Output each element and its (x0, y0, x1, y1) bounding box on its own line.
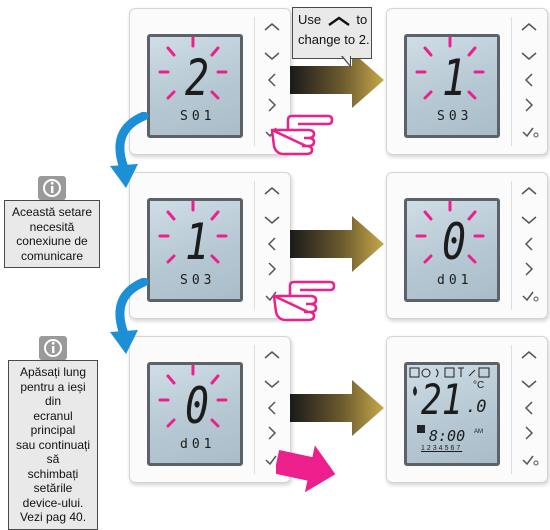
weekday-numbers: 1234567 (421, 445, 463, 452)
sub-code: S03 (437, 109, 473, 124)
main-digit: 1 (185, 213, 210, 271)
down-button[interactable] (259, 44, 285, 66)
blink-rays-1 (158, 36, 485, 428)
lcd-screen: 0 d01 (404, 198, 500, 302)
thermostat-6: 21 .0 °C 8:00 AM 1234567 (386, 336, 548, 483)
sub-code: d01 (437, 273, 473, 288)
temperature-decimal: .0 (466, 397, 487, 417)
info-icon (39, 336, 67, 360)
down-button[interactable] (516, 372, 542, 394)
right-button[interactable] (516, 422, 542, 444)
temperature-unit: °C (473, 380, 485, 391)
callout-use: Use (298, 12, 322, 27)
right-button[interactable] (516, 94, 542, 116)
confirm-button[interactable] (516, 449, 542, 471)
status-icons-row (409, 367, 490, 378)
down-button[interactable] (516, 208, 542, 230)
lcd-home-screen: 21 .0 °C 8:00 AM 1234567 (404, 362, 500, 466)
left-button[interactable] (259, 397, 285, 419)
up-button[interactable] (516, 345, 542, 367)
instruction-callout: Use to change to 2. (292, 7, 372, 68)
info-note-1-text: Această setare necesită conexiune de com… (4, 200, 100, 268)
clock-ampm: AM (474, 429, 483, 435)
main-digit: 0 (185, 377, 210, 435)
schedule-icon (417, 425, 425, 433)
temperature-value: 21 (421, 375, 463, 424)
left-button[interactable] (516, 233, 542, 255)
up-button[interactable] (516, 181, 542, 203)
thermostat-4: 0 d01 (386, 172, 548, 319)
left-button[interactable] (259, 233, 285, 255)
confirm-button[interactable] (516, 285, 542, 307)
lcd-screen: 1 S03 (147, 198, 243, 302)
thermostat-3: 1 S03 (129, 172, 291, 319)
down-button[interactable] (516, 44, 542, 66)
main-digit: 0 (442, 213, 467, 271)
left-button[interactable] (516, 397, 542, 419)
left-button[interactable] (516, 69, 542, 91)
down-button[interactable] (259, 372, 285, 394)
up-chevron-icon (328, 16, 350, 26)
lcd-screen: 0 d01 (147, 362, 243, 466)
right-button[interactable] (259, 422, 285, 444)
up-button[interactable] (259, 345, 285, 367)
thermostat-1: 2 S01 (129, 8, 291, 155)
lcd-screen: 2 S01 (147, 34, 243, 138)
pointing-hand-icon-1 (270, 114, 334, 156)
left-button[interactable] (259, 69, 285, 91)
info-icon (38, 176, 66, 200)
lcd-screen: 1 S03 (404, 34, 500, 138)
sub-code: S01 (180, 109, 216, 124)
info-note-2-text: Apăsați lung pentru a ieși din ecranul p… (8, 360, 98, 530)
confirm-button[interactable] (516, 121, 542, 143)
info-note-1: Această setare necesită conexiune de com… (4, 176, 100, 268)
right-arrow-3 (290, 380, 384, 436)
up-button[interactable] (259, 181, 285, 203)
main-digit: 2 (185, 49, 210, 107)
callout-to: to (356, 12, 368, 27)
up-button[interactable] (259, 17, 285, 39)
pointing-hand-icon-2 (272, 280, 336, 322)
up-button[interactable] (516, 17, 542, 39)
sub-code: S03 (180, 273, 216, 288)
curved-down-arrow-1 (110, 112, 149, 188)
right-button[interactable] (259, 94, 285, 116)
down-button[interactable] (259, 208, 285, 230)
right-button[interactable] (516, 258, 542, 280)
sub-code: d01 (180, 437, 216, 452)
right-arrow-2 (290, 216, 384, 272)
right-button[interactable] (259, 258, 285, 280)
clock-time: 8:00 (429, 427, 466, 445)
callout-line2: change to 2. (298, 32, 370, 47)
info-note-2: Apăsați lung pentru a ieși din ecranul p… (8, 336, 98, 530)
main-digit: 1 (442, 49, 467, 107)
drop-icon (413, 386, 417, 396)
right-arrow-1 (290, 52, 384, 108)
pink-arrow (276, 445, 336, 493)
thermostat-2: 1 S03 (386, 8, 548, 155)
curved-down-arrow-2 (110, 278, 149, 354)
